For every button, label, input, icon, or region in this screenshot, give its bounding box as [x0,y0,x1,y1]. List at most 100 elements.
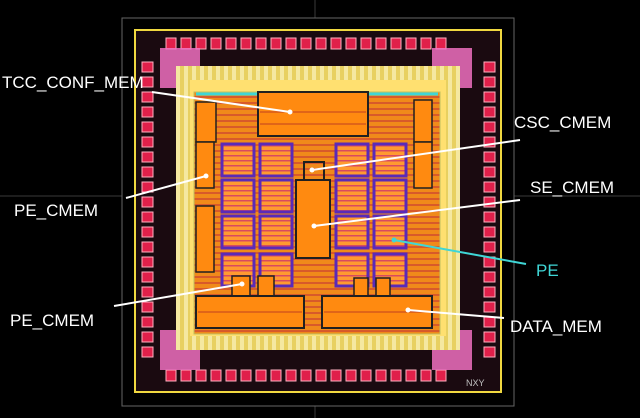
io-pad [483,316,496,328]
pe-cell [258,214,294,250]
data-mem-small-1 [353,277,369,297]
pe-cmem-left [195,141,215,189]
io-pad [483,61,496,73]
pe-grid [220,142,408,288]
io-pad [141,91,154,103]
io-pad [300,37,312,50]
tcc-conf-mem-pointer [151,91,291,113]
io-pad [483,271,496,283]
pe-cell [334,214,370,250]
io-pad [390,369,402,382]
io-pad [210,37,222,50]
data-mem-small-2 [375,277,391,297]
arrow-head [311,223,317,229]
io-pad [483,211,496,223]
io-pad [141,241,154,253]
pe-cell [258,142,294,178]
io-pad [483,136,496,148]
pe-cmem-top-pointer [125,175,207,199]
io-pad [141,136,154,148]
io-pad [141,346,154,358]
pe-cell [334,142,370,178]
tcc-conf-mem-label: TCC_CONF_MEM [2,73,144,92]
io-pad [483,181,496,193]
pe-cell [334,252,370,288]
io-pad [165,37,177,50]
io-pad [420,37,432,50]
io-pad [483,301,496,313]
arrow-head [239,281,245,287]
pe-cmem-bottom-pointer [113,283,243,307]
pe-cell [372,178,408,214]
io-pad [141,166,154,178]
se-cmem-label: SE_CMEM [530,178,614,197]
io-pad [285,369,297,382]
io-pad [330,37,342,50]
io-pad [375,369,387,382]
io-pad [483,241,496,253]
se-cmem-notch [303,161,325,181]
right-mem-2 [413,141,433,189]
csc-cmem-block [413,99,433,143]
io-pad [141,316,154,328]
pe-cell [220,178,256,214]
io-pad [405,369,417,382]
pe-cmem-bottom-label: PE_CMEM [10,311,94,330]
io-pad [141,271,154,283]
io-pads [141,37,496,382]
io-pad [141,286,154,298]
pe-cell [220,214,256,250]
left-mem-3 [195,205,215,273]
io-pad [141,121,154,133]
pe-cell [372,214,408,250]
pe-cell [220,142,256,178]
se-cmem-pointer [313,199,521,227]
io-pad [300,369,312,382]
arrow-head [405,307,411,313]
io-pad [483,346,496,358]
io-pad [405,37,417,50]
data-mem-label: DATA_MEM [510,317,602,336]
io-pad [483,226,496,238]
io-pad [435,37,447,50]
io-pad [345,37,357,50]
data-mem-pointer [407,309,505,319]
io-pad [315,37,327,50]
pe-arrow-head [391,237,397,243]
io-pad [180,369,192,382]
io-pad [210,369,222,382]
io-pad [285,37,297,50]
pe-cell [334,178,370,214]
io-pad [141,196,154,208]
pe-pointer [393,239,527,265]
tcc-conf-mem-block [257,91,369,137]
csc-cmem-label: CSC_CMEM [514,113,611,132]
io-pad [315,369,327,382]
io-pad [483,121,496,133]
io-pad [360,37,372,50]
io-pad [330,369,342,382]
io-pad [141,226,154,238]
io-pad [483,91,496,103]
io-pad [483,331,496,343]
io-pad [255,369,267,382]
io-pad [225,37,237,50]
annotation-lines [113,91,521,319]
io-pad [141,211,154,223]
io-pad [270,369,282,382]
io-pad [420,369,432,382]
io-pad [141,106,154,118]
io-pad [180,37,192,50]
io-pad [240,37,252,50]
io-pad [141,301,154,313]
io-pad [165,369,177,382]
arrow-heads [203,109,411,313]
io-pad [141,76,154,88]
io-pad [141,151,154,163]
io-pad [435,369,447,382]
io-pad [360,369,372,382]
io-pad [270,37,282,50]
io-pad [255,37,267,50]
